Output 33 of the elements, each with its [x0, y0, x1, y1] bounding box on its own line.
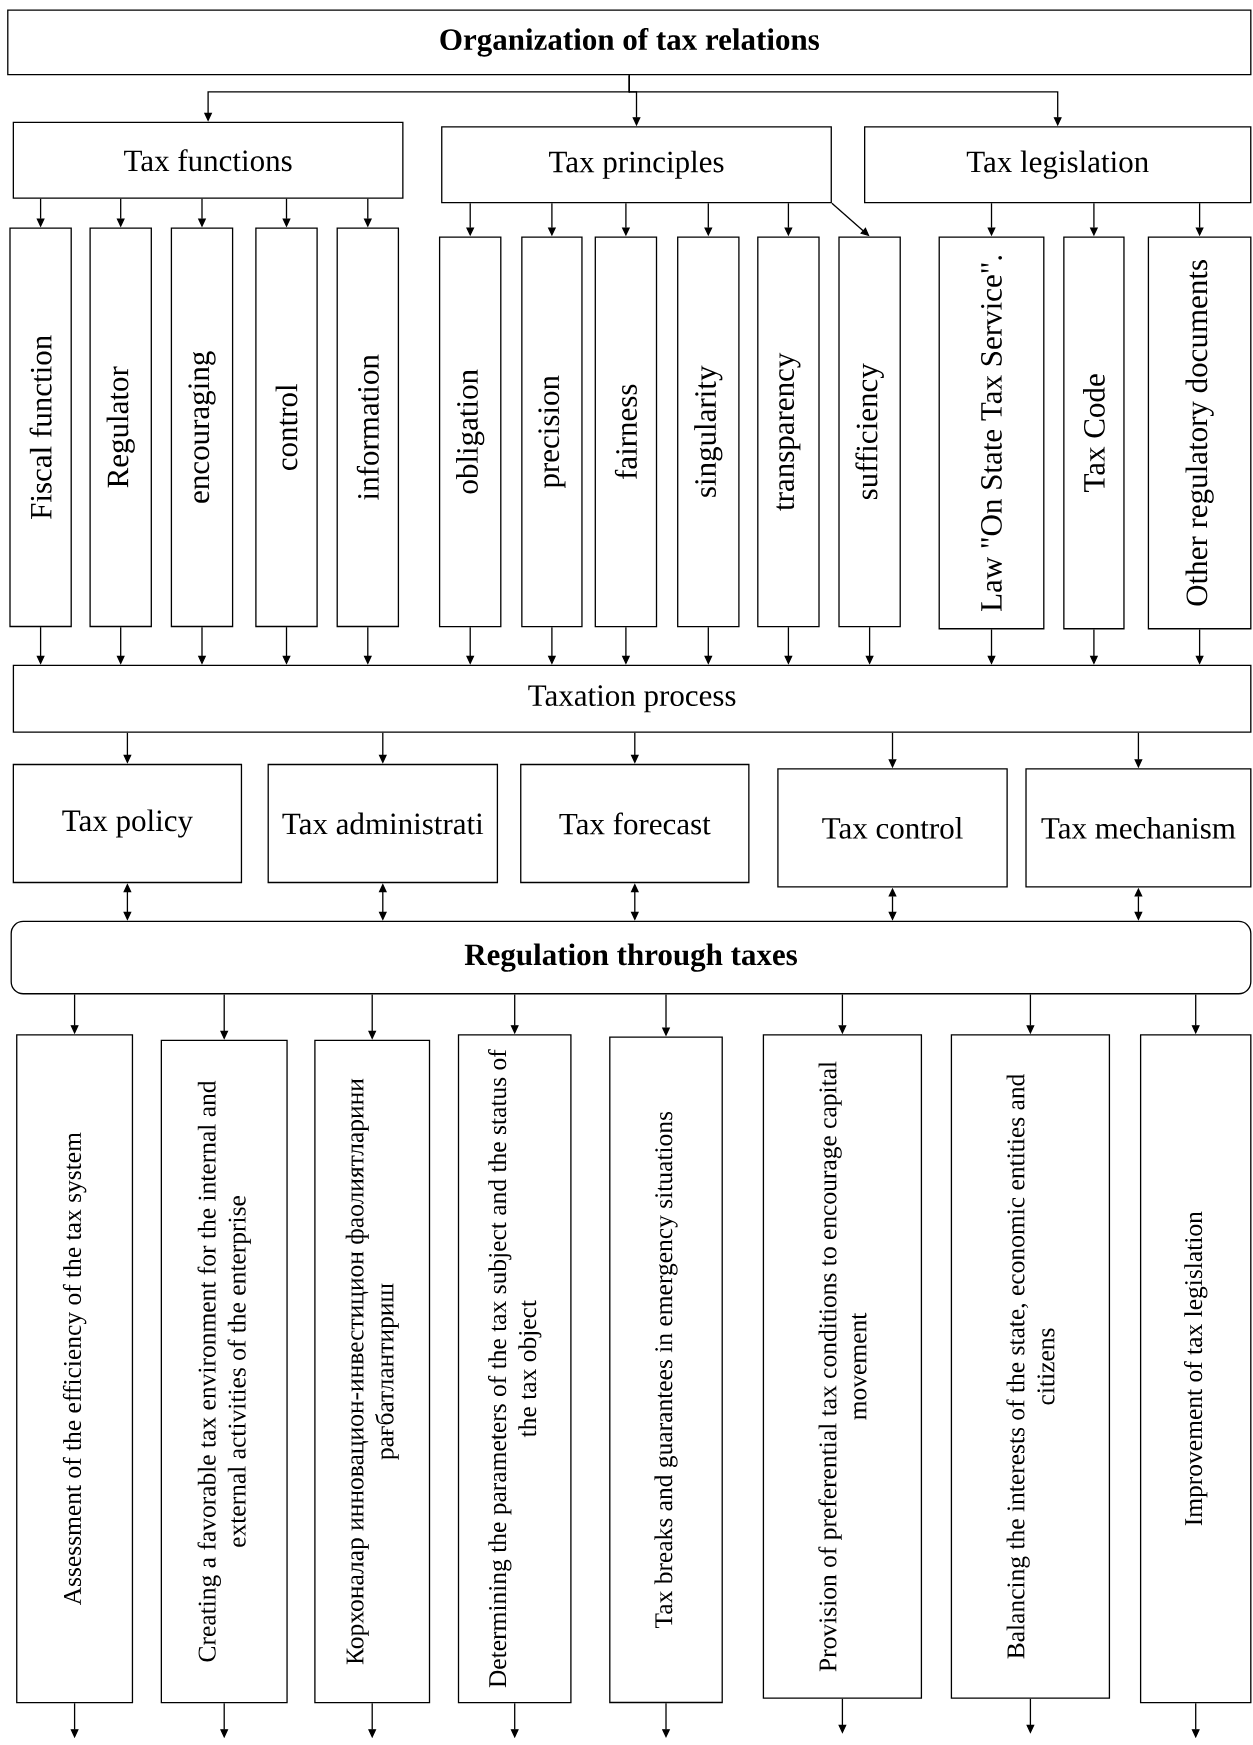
process-box: Tax forecast	[520, 763, 750, 884]
item-box: Law "On State Tax Service".	[938, 236, 1045, 630]
item-box: Tax Code	[1063, 236, 1125, 630]
item-box: Regulator	[89, 227, 152, 628]
process-box: Tax legislation	[864, 126, 1252, 204]
process-box: Tax functions	[12, 121, 404, 199]
item-box: Determining the parameters of the tax subject and the status of the tax object	[457, 1034, 572, 1704]
item-box: fairness	[594, 236, 658, 628]
item-box: sufficiency	[838, 236, 901, 628]
process-box: Tax administrati	[267, 763, 499, 884]
item-box: Fiscal function	[9, 227, 72, 628]
item-box: Improvement of tax legislation	[1139, 1034, 1252, 1704]
item-box: control	[255, 227, 318, 628]
item-box: transparency	[757, 236, 820, 628]
process-box: Taxation process	[12, 664, 1252, 733]
process-box: Tax principles	[441, 126, 832, 204]
item-box: Balancing the interests of the state, economic entities and citizens	[950, 1034, 1111, 1699]
process-box: Tax control	[777, 768, 1008, 888]
item-box: precision	[521, 236, 583, 628]
item-box: encouraging	[170, 227, 234, 628]
item-box: singularity	[677, 236, 740, 628]
item-box: Other regulatory documents	[1147, 236, 1252, 630]
title-box: Organization of tax relations	[7, 9, 1252, 76]
item-box: Tax breaks and guarantees in emergency situations	[609, 1036, 723, 1704]
item-box: information	[336, 227, 400, 628]
item-box: Provision of preferential tax conditions to encourage capital movement	[762, 1034, 923, 1699]
process-box: Tax policy	[12, 763, 243, 884]
item-box: obligation	[438, 236, 502, 628]
item-box: Корхоналар инновацион-инвестицион фаолиятларини рағбатлантириш	[314, 1039, 431, 1704]
item-box: Assessment of the efficiency of the tax system	[16, 1034, 134, 1704]
item-box: Creating a favorable tax environment for the internal and external activities of the enterprise	[160, 1039, 288, 1704]
process-box: Regulation through taxes	[10, 920, 1252, 995]
process-box: Tax mechanism	[1025, 768, 1252, 888]
